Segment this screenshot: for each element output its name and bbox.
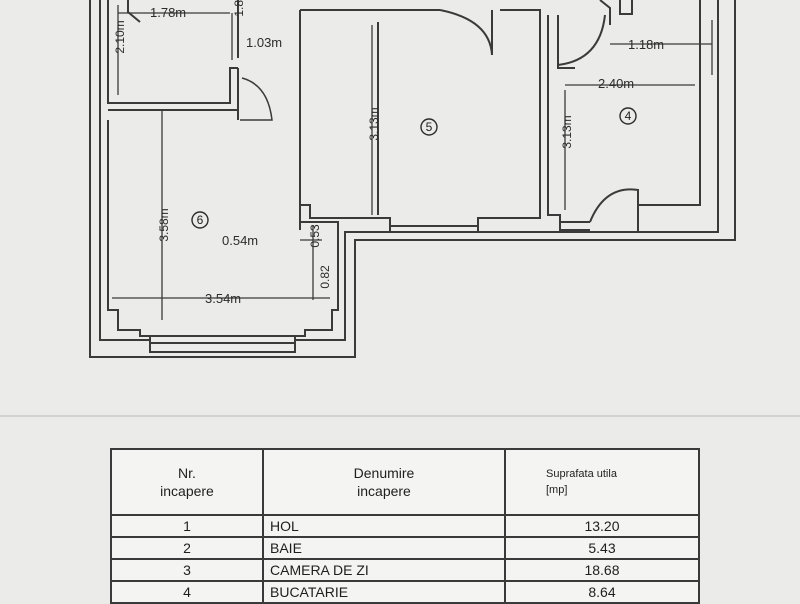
room-4-walls [547,0,701,232]
room-6-walls [107,106,339,352]
dim-label-3-58: 3.58m [157,208,171,241]
table-header-row: Nr. incapere Denumire incapere Suprafata… [110,448,700,516]
header-area-line2: [mp] [546,484,568,496]
row-name: HOL [262,514,506,538]
room-marker-4: 4 [619,107,637,125]
row-area: 5.43 [504,536,700,560]
header-area: Suprafata utila [mp] [504,448,700,516]
row-nr: 3 [110,558,264,582]
dim-label-2-40: 2.40m [598,76,634,91]
row-nr: 2 [110,536,264,560]
header-nr-line1: Nr. [178,465,196,481]
header-name: Denumire incapere [262,448,506,516]
table-row: 2 BAIE 5.43 [110,536,700,560]
page-fold-line [0,415,800,417]
outer-walls [89,0,736,358]
floor-plan-drawing: 1.78m 1.80 2.10m 1.03m 1.18m 2.40m 3.13m… [89,0,736,358]
dim-label-0-54: 0.54m [222,233,258,248]
room-marker-5: 5 [420,118,438,136]
row-nr: 1 [110,514,264,538]
room-marker-5-label: 5 [426,120,433,134]
header-nr: Nr. incapere [110,448,264,516]
room-area-table: Nr. incapere Denumire incapere Suprafata… [110,448,700,604]
dim-label-3-13-room5: 3.13m [367,107,381,140]
door-arc-room-6 [240,77,273,121]
dim-label-3-54: 3.54m [205,291,241,306]
dim-label-2-10: 2.10m [113,20,127,53]
header-name-line1: Denumire [353,465,415,481]
header-area-line1: Suprafata utila [546,468,617,480]
room-marker-6: 6 [191,211,209,229]
dim-label-1-18: 1.18m [628,37,664,52]
dim-label-1-80: 1.80 [232,0,246,17]
header-nr-line2: incapere [160,483,214,499]
room-marker-4-label: 4 [625,109,632,123]
table-row: 3 CAMERA DE ZI 18.68 [110,558,700,582]
row-area: 13.20 [504,514,700,538]
room-5-walls [299,9,541,233]
table-row: 1 HOL 13.20 [110,514,700,538]
dim-label-1-78: 1.78m [150,5,186,20]
row-name: BAIE [262,536,506,560]
row-area: 18.68 [504,558,700,582]
dim-label-0-82: 0.82 [318,265,332,289]
dim-label-0-53: 0.53 [308,224,322,248]
header-name-line2: incapere [357,483,411,499]
row-name: CAMERA DE ZI [262,558,506,582]
dim-label-3-13-room4: 3.13m [560,115,574,148]
room-marker-6-label: 6 [197,213,204,227]
dimension-lines [112,5,713,320]
dim-label-1-03: 1.03m [246,35,282,50]
